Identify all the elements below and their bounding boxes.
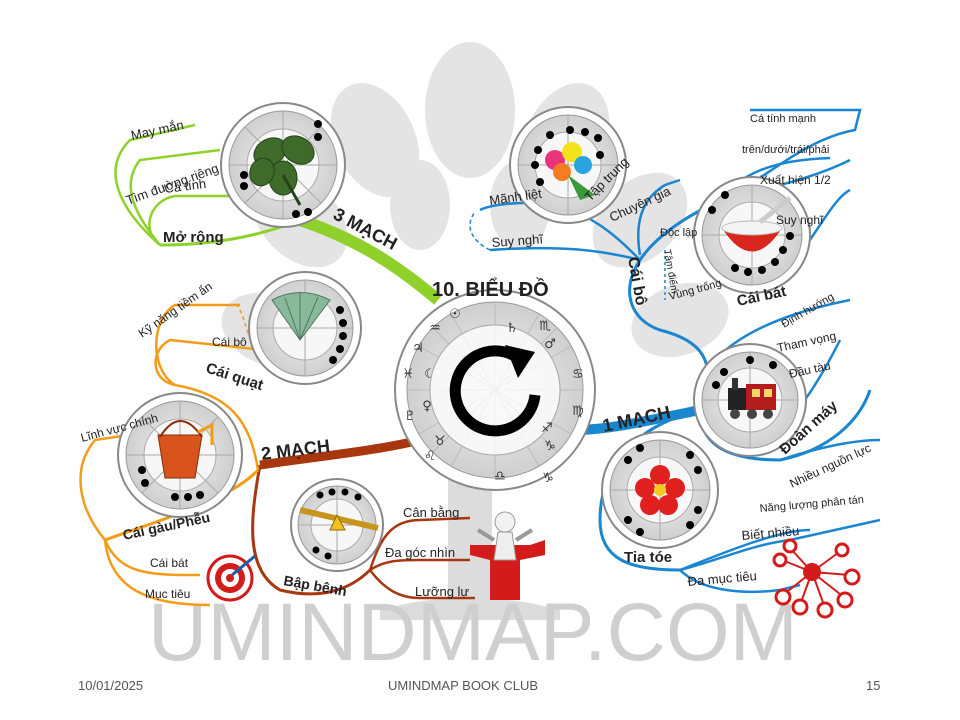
zodiac-glyph: ♃ bbox=[412, 341, 424, 356]
central-chart-wheel: ♒ ☉ ♀ ♃ ♏ ♂ ♋ ♍ ♐ ♑ ♑ ♎ ♌ ♉ ☾ ♓ ♄ ♇ bbox=[394, 289, 596, 491]
watermark-text: UMINDMAP.COM bbox=[148, 587, 798, 678]
footer-page-number: 15 bbox=[866, 678, 881, 693]
label-cai-quat: Cái quạt bbox=[204, 360, 266, 394]
label-suy-nghi-bat: Suy nghĩ bbox=[776, 213, 824, 227]
wheel-three-mach bbox=[220, 102, 346, 228]
zodiac-glyph: ♋ bbox=[572, 367, 584, 382]
zodiac-glyph: ☉ bbox=[449, 307, 461, 322]
zodiac-glyph: ☾ bbox=[424, 367, 436, 382]
label-mo-rong: Mở rộng bbox=[163, 229, 224, 246]
label-tren-duoi-trai-phai: trên/dưới/trái/phải bbox=[742, 144, 829, 156]
zodiac-glyph: ♎ bbox=[494, 469, 506, 484]
label-tam-diem: Tâm điểm bbox=[661, 248, 681, 294]
wheel-cai-gau bbox=[117, 392, 243, 518]
zodiac-glyph: ♇ bbox=[404, 409, 416, 424]
label-may-man: May mắn bbox=[130, 117, 185, 143]
label-tia-toe: Tia tóe bbox=[624, 549, 672, 566]
fan-icon bbox=[271, 292, 331, 341]
wheel-cai-bat bbox=[693, 176, 811, 294]
network-target-icon bbox=[772, 538, 861, 619]
label-dinh-huong: Định hướng bbox=[780, 291, 837, 331]
label-ca-tinh-manh: Cá tính mạnh bbox=[750, 113, 816, 125]
zodiac-glyph: ♐ bbox=[541, 421, 553, 436]
zodiac-glyph: ♒ bbox=[429, 321, 441, 336]
label-tham-vong: Tham vọng bbox=[776, 329, 838, 355]
wheel-tia-toe bbox=[601, 431, 719, 549]
central-title: 10. BIỂU ĐỒ bbox=[432, 277, 549, 301]
label-can-bang: Cân bằng bbox=[403, 505, 459, 520]
label-da-muc-tieu: Đa mục tiêu bbox=[687, 568, 757, 589]
zodiac-glyph: ♂ bbox=[544, 337, 556, 352]
zodiac-glyph: ♓ bbox=[402, 367, 414, 382]
person-crossroad-icon bbox=[470, 511, 545, 600]
label-biet-nhieu: Biết nhiều bbox=[741, 523, 800, 543]
branch-three-lines bbox=[114, 123, 442, 305]
label-luong-lu: Lưỡng lự bbox=[415, 584, 469, 599]
label-ky-nang-tiem-an: Kỹ năng tiềm ẩn bbox=[136, 279, 215, 340]
wheel-doan-may bbox=[693, 343, 807, 457]
label-doc-lap: Độc lập bbox=[660, 227, 697, 239]
label-da-goc-nhin: Đa góc nhìn bbox=[385, 545, 455, 560]
bowl-icon bbox=[721, 196, 792, 252]
wheel-cai-bo bbox=[509, 106, 627, 224]
label-cai-bo: Cái bô bbox=[624, 256, 649, 307]
label-ca-tinh: Cá tính bbox=[164, 176, 207, 196]
red-flower-icon bbox=[635, 465, 685, 515]
zodiac-glyph: ♍ bbox=[572, 404, 584, 419]
wheel-cai-quat bbox=[248, 271, 362, 385]
zodiac-glyph: ♑ bbox=[542, 471, 554, 486]
label-dau-tau: Đầu tàu bbox=[788, 359, 832, 381]
footer-date: 10/01/2025 bbox=[78, 678, 144, 693]
zodiac-glyph: ♀ bbox=[422, 399, 432, 414]
zodiac-glyph: ♏ bbox=[539, 319, 551, 334]
branch-two-lines bbox=[251, 435, 475, 600]
train-icon bbox=[728, 378, 776, 419]
zodiac-glyph: ♑ bbox=[544, 439, 556, 454]
seesaw-icon bbox=[299, 507, 379, 531]
label-nhieu-nguon-luc: Nhiều nguồn lực bbox=[787, 441, 873, 491]
label-cai-bo-orange: Cái bô bbox=[212, 335, 247, 349]
branch-label-one: 1 MẠCH bbox=[601, 402, 673, 436]
footer-club: UMINDMAP BOOK CLUB bbox=[388, 678, 539, 693]
zodiac-glyph: ♄ bbox=[506, 321, 518, 336]
target-icon bbox=[206, 554, 256, 602]
zodiac-glyph: ♉ bbox=[434, 434, 446, 449]
label-nang-luong-phan-tan: Năng lượng phân tán bbox=[759, 494, 864, 515]
wheel-bap-benh bbox=[290, 478, 384, 572]
label-xuat-hien: Xuất hiện 1/2 bbox=[760, 173, 831, 187]
flower-bouquet-icon bbox=[545, 142, 595, 200]
label-cai-bat-orange: Cái bát bbox=[150, 556, 189, 570]
label-suy-nghi-bo: Suy nghĩ bbox=[491, 231, 545, 250]
label-muc-tieu: Mục tiêu bbox=[145, 587, 190, 601]
bucket-icon bbox=[157, 420, 214, 479]
refresh-arrow-icon bbox=[449, 345, 541, 437]
label-manh-liet: Mãnh liệt bbox=[488, 186, 543, 208]
zodiac-glyphs: ♒ ☉ ♀ ♃ ♏ ♂ ♋ ♍ ♐ ♑ ♑ ♎ ♌ ♉ ☾ ♓ ♄ ♇ bbox=[402, 307, 584, 486]
zodiac-glyph: ♌ bbox=[424, 449, 436, 464]
clover-icon bbox=[249, 135, 315, 206]
